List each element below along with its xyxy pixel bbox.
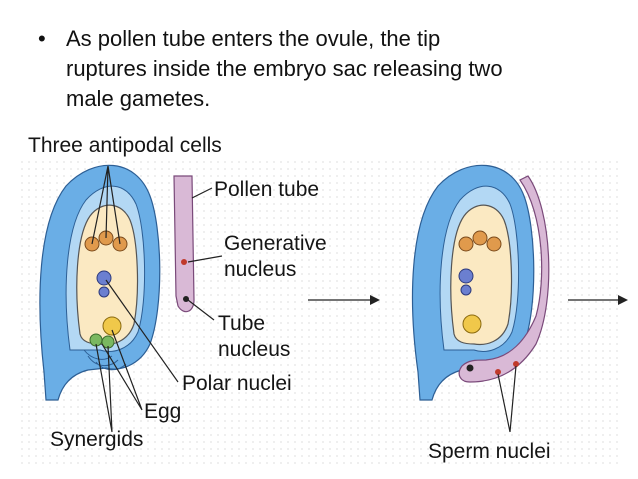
label-pollen-tube: Pollen tube [214, 178, 319, 201]
pointer-lines-right [497, 365, 517, 433]
polar-nucleus [460, 284, 472, 296]
antipodal-cell [472, 230, 488, 246]
egg-cell-left [102, 316, 122, 336]
label-generative-nucleus: Generative [224, 232, 327, 255]
label-polar-nuclei: Polar nuclei [182, 372, 292, 395]
ovule-right [411, 164, 535, 401]
generative-nucleus-dot [181, 259, 187, 265]
sperm-nucleus [495, 369, 501, 375]
process-arrow [308, 295, 380, 305]
bullet-line: male gametes. [66, 86, 211, 111]
tube-nucleus-dot [466, 364, 474, 372]
label-sperm-nuclei: Sperm nuclei [428, 440, 551, 463]
sperm-nucleus [513, 361, 519, 367]
pointer-lines-left [91, 165, 223, 433]
pollen-tube [458, 175, 550, 383]
tube-nucleus-dot [183, 296, 189, 302]
egg-cell-right [462, 314, 482, 334]
bullet-point: • As pollen tube enters the ovule, the t… [38, 24, 628, 114]
bullet-line: ruptures inside the embryo sac releasing… [66, 56, 503, 81]
polar-nucleus [98, 286, 110, 298]
bullet-line: As pollen tube enters the ovule, the tip [66, 26, 441, 51]
label-generative-nucleus: nucleus [224, 258, 296, 281]
pollen-tube-right [458, 175, 550, 383]
label-egg: Egg [144, 400, 181, 423]
pollen-tube-left [173, 175, 195, 313]
label-tube-nucleus: Tube [218, 312, 265, 335]
label-antipodal-cells: Three antipodal cells [28, 134, 222, 157]
bullet-text: As pollen tube enters the ovule, the tip… [66, 24, 628, 114]
pollen-tube [173, 175, 195, 313]
process-arrow [568, 295, 628, 305]
label-tube-nucleus: nucleus [218, 338, 290, 361]
polar-nucleus [458, 268, 474, 284]
antipodal-cell [458, 236, 474, 252]
bullet-dot: • [38, 26, 46, 51]
ovule-left [39, 164, 161, 401]
antipodal-cell [486, 236, 502, 252]
polar-nucleus [96, 270, 112, 286]
label-synergids: Synergids [50, 428, 143, 451]
